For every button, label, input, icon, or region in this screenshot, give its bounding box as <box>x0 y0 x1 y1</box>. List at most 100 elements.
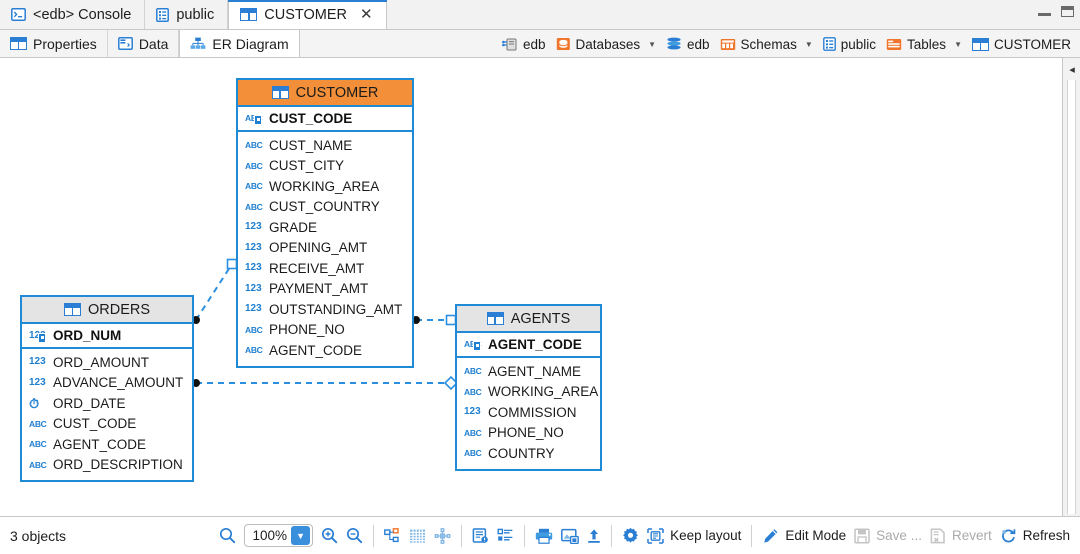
er-diagram-icon <box>190 37 206 50</box>
tab-public[interactable]: public <box>145 0 229 29</box>
entity-title: AGENTS <box>510 310 571 327</box>
chevron-down-icon[interactable]: ▼ <box>954 39 962 49</box>
zoom-level-combo[interactable]: 100% ▼ <box>243 524 314 547</box>
revert-button[interactable]: Revert <box>930 527 992 544</box>
notes-group <box>462 523 524 549</box>
tab-label: <edb> Console <box>33 6 132 23</box>
export-image-icon[interactable] <box>561 528 579 544</box>
field-label: ORD_DATE <box>53 395 126 411</box>
breadcrumb: edb Databases ▼ edb <box>497 31 1076 57</box>
tab-edb-console[interactable]: <edb> Console <box>0 0 146 29</box>
entity-header[interactable]: CUSTOMER <box>238 80 412 107</box>
er-diagram-canvas[interactable]: CUSTOMERABCCUST_CODEABCCUST_NAMEABCCUST_… <box>0 58 1062 516</box>
collapse-panel-icon[interactable]: ◂ <box>1069 63 1075 76</box>
keep-layout-button[interactable]: Keep layout <box>647 527 742 544</box>
breadcrumb-label: edb <box>687 36 710 52</box>
field-label: AGENT_CODE <box>53 436 147 452</box>
align-icon[interactable] <box>434 527 451 544</box>
zoom-in-icon[interactable] <box>321 527 338 544</box>
entity-header[interactable]: ORDERS <box>22 297 192 324</box>
keep-layout-label: Keep layout <box>670 528 742 543</box>
text-type-icon: ABC <box>464 448 482 458</box>
field-row[interactable]: ⏱ORD_DATE <box>22 393 192 414</box>
zoom-out-icon[interactable] <box>346 527 363 544</box>
vertical-scrollbar[interactable] <box>1067 80 1076 514</box>
entity-header[interactable]: AGENTS <box>457 306 600 333</box>
breadcrumb-item-database[interactable]: edb <box>661 37 715 52</box>
save-button[interactable]: Save ... <box>854 527 922 544</box>
table-icon <box>271 86 289 99</box>
chevron-down-icon[interactable]: ▼ <box>804 39 813 49</box>
field-label: GRADE <box>269 219 318 235</box>
close-icon[interactable]: ✕ <box>359 6 373 23</box>
refresh-icon <box>1000 528 1017 544</box>
layout-icon[interactable] <box>384 527 401 544</box>
breadcrumb-item-schemas[interactable]: Schemas ▼ <box>715 37 818 52</box>
search-icon[interactable] <box>219 527 236 544</box>
separator <box>751 524 753 547</box>
field-label: CUST_CODE <box>269 111 353 126</box>
maximize-icon[interactable] <box>1061 6 1074 17</box>
notes-icon[interactable] <box>472 527 489 544</box>
revert-icon <box>930 527 946 544</box>
field-label: RECEIVE_AMT <box>269 260 365 276</box>
upload-icon[interactable] <box>587 528 601 544</box>
database-icon <box>666 37 682 51</box>
tab-customer[interactable]: CUSTOMER ✕ <box>228 0 387 29</box>
breadcrumb-item-table[interactable]: CUSTOMER <box>967 37 1076 52</box>
breadcrumb-item-connection[interactable]: edb <box>497 37 551 52</box>
entity-customer[interactable]: CUSTOMERABCCUST_CODEABCCUST_NAMEABCCUST_… <box>236 78 414 368</box>
chevron-down-icon[interactable]: ▼ <box>648 39 657 49</box>
field-label: WORKING_AREA <box>269 178 380 194</box>
separator <box>611 524 613 547</box>
print-icon[interactable] <box>535 528 553 544</box>
breadcrumb-item-schema[interactable]: public <box>818 37 881 52</box>
entity-orders[interactable]: ORDERS123ORD_NUM123ORD_AMOUNT123ADVANCE_… <box>20 295 194 482</box>
grid-icon[interactable] <box>409 528 426 544</box>
properties-icon <box>10 37 27 50</box>
field-label: CUST_CODE <box>53 416 137 432</box>
minimize-icon[interactable] <box>1038 7 1051 16</box>
edit-mode-button[interactable]: Edit Mode <box>762 528 846 544</box>
subtab-label: ER Diagram <box>212 35 289 52</box>
legend-icon[interactable] <box>497 528 514 544</box>
chevron-down-icon[interactable]: ▼ <box>291 526 311 545</box>
settings-icon[interactable] <box>622 527 639 544</box>
refresh-button[interactable]: Refresh <box>1000 528 1070 544</box>
tab-properties[interactable]: Properties <box>0 30 108 57</box>
breadcrumb-item-tables[interactable]: Tables ▼ <box>881 37 967 52</box>
tab-er-diagram[interactable]: ER Diagram <box>179 30 300 57</box>
breadcrumb-item-databases[interactable]: Databases ▼ <box>551 37 661 52</box>
tab-data[interactable]: Data <box>107 30 180 57</box>
object-count-label: 3 objects <box>10 527 67 544</box>
schema-icon <box>822 37 836 51</box>
